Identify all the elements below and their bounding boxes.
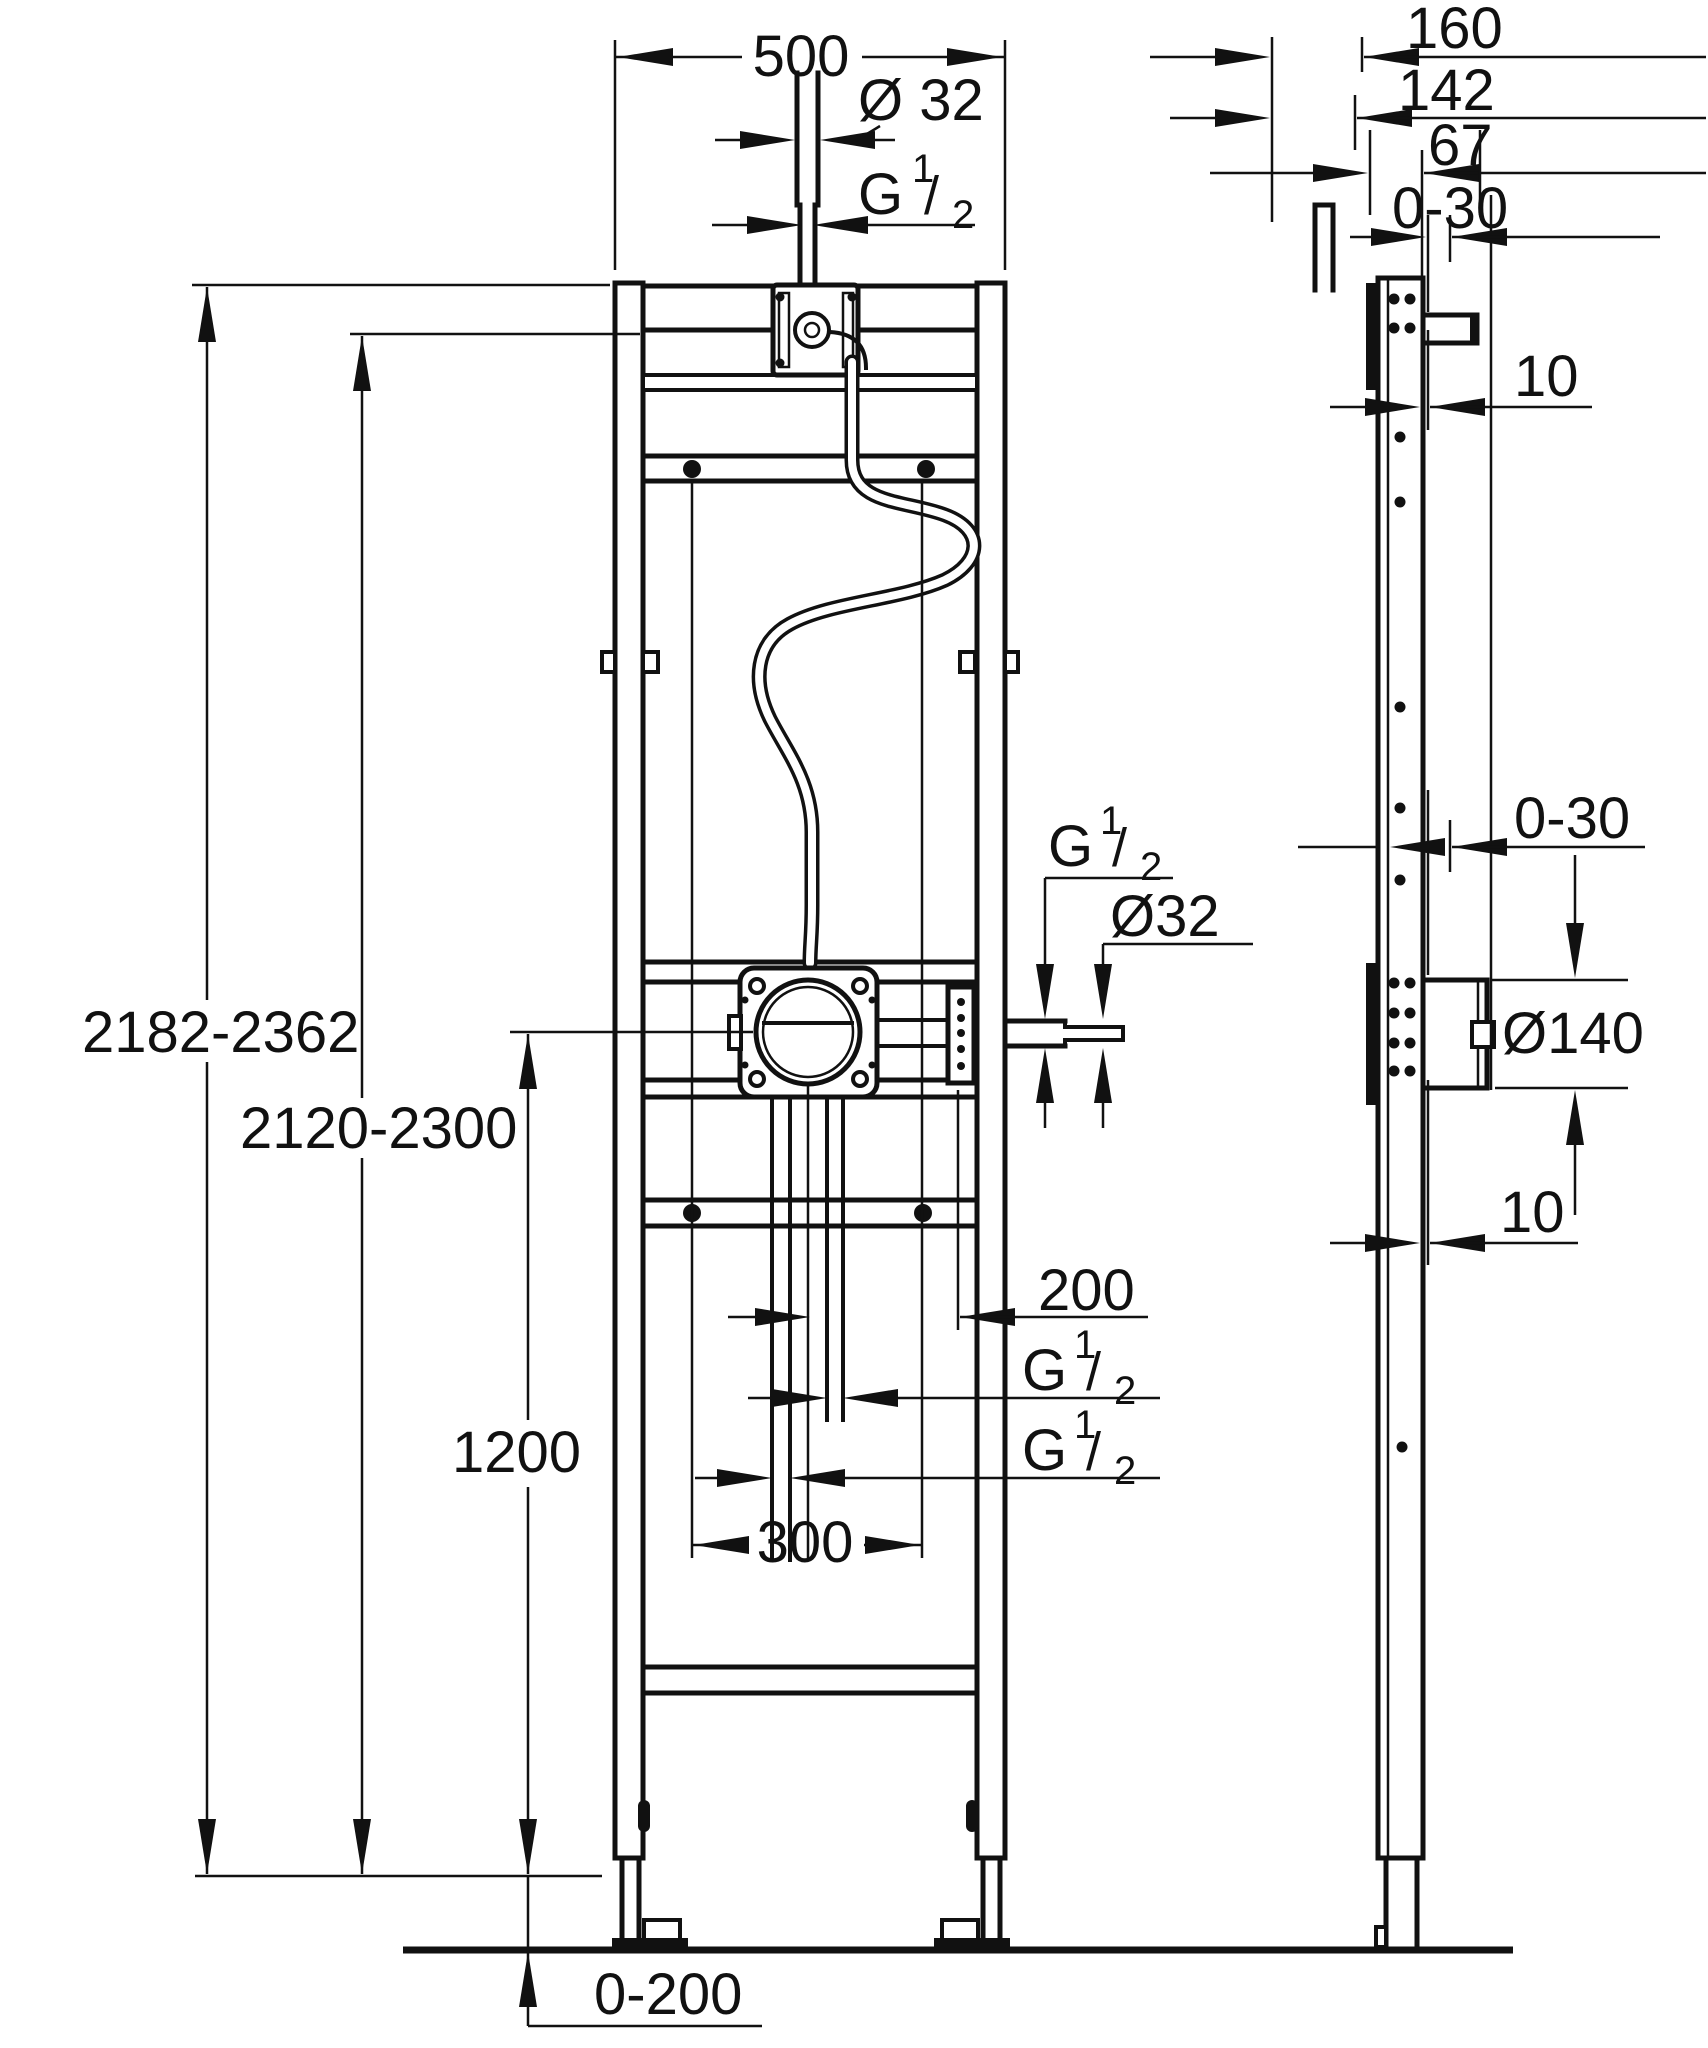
label-top-dia: Ø 32 (858, 68, 984, 133)
label-rail-depth-67: 67 (1428, 113, 1493, 178)
front-left-rail (600, 280, 660, 1861)
label-wall-offset-mid: 0-30 (1514, 786, 1630, 851)
crossbar-bottom (640, 1664, 980, 1696)
wall-plate-middle (1366, 963, 1379, 1105)
dim-height-2120-2300: 2120-2300 (240, 332, 640, 1874)
label-g-slash: / (1086, 1422, 1101, 1482)
dim-wall-offset-mid-0-30: 0-30 (1298, 786, 1645, 975)
side-mixer-housing (1420, 977, 1496, 1091)
label-width-500: 500 (753, 24, 850, 89)
label-g-slash: / (924, 166, 939, 226)
label-g-base: G (858, 162, 903, 227)
supply-pipes (770, 1084, 845, 1562)
side-view (1312, 195, 1496, 1953)
dim-mixer-height-1200: 1200 (452, 1030, 753, 1874)
label-depth-160: 160 (1406, 0, 1503, 61)
label-wall-offset-top: 0-30 (1392, 176, 1508, 241)
side-rail (1375, 275, 1426, 1861)
front-right-foot (934, 1800, 1010, 1949)
label-plate-gap-bottom: 10 (1500, 1180, 1565, 1245)
label-overall-height: 2182-2362 (82, 1000, 359, 1065)
dim-top-thread-g12: G 1 / 2 (712, 147, 975, 237)
label-g-sup: 1 (1074, 1323, 1096, 1367)
label-g-slash: / (1086, 1342, 1101, 1402)
wall-plate-top (1366, 283, 1379, 390)
dim-depth-142: 142 (1170, 58, 1706, 150)
label-g-base: G (1022, 1338, 1067, 1403)
dim-spacing-300: 300 (690, 480, 924, 1575)
label-g-sup: 1 (1074, 1403, 1096, 1447)
label-upper-height: 2120-2300 (240, 1096, 517, 1161)
mixer-assembly (727, 965, 1125, 1100)
label-g-slash: / (1112, 818, 1127, 878)
label-g-sup: 1 (912, 147, 934, 191)
dim-wall-offset-top-0-30: 0-30 (1350, 130, 1660, 312)
dim-width-500: 500 (613, 24, 1007, 270)
front-view (600, 70, 1125, 1949)
label-depth-142: 142 (1398, 58, 1495, 123)
label-offset-200: 200 (1038, 1258, 1135, 1323)
dim-foot-adjust-0-200: 0-200 (519, 1876, 762, 2028)
side-outlet-pipe (1312, 202, 1336, 293)
dim-plate-gap-top-10: 10 (1330, 330, 1592, 430)
label-mixer-height: 1200 (452, 1420, 581, 1485)
side-top-bracket-arm (1420, 312, 1480, 346)
front-left-foot (612, 1800, 688, 1949)
label-g-base: G (1048, 814, 1093, 879)
side-rail-holes (1388, 293, 1416, 1453)
dim-rail-depth-67: 67 (1210, 113, 1706, 276)
crossbar-upper (640, 453, 980, 484)
label-housing-dia: Ø140 (1502, 1001, 1644, 1066)
label-spacing-300: 300 (757, 1510, 854, 1575)
label-g-base: G (1022, 1418, 1067, 1483)
side-foot (1374, 1855, 1420, 1953)
dim-side-thread-g12: G 1 / 2 (1036, 799, 1173, 1128)
dim-lower-g12-first: G 1 / 2 (748, 1323, 1160, 1413)
dim-height-2182-2362: 2182-2362 (82, 283, 610, 1878)
dim-offset-200: 200 (728, 1090, 1148, 1330)
label-g-sub: 2 (1114, 1449, 1136, 1493)
dim-plate-gap-bottom-10: 10 (1330, 1080, 1578, 1265)
label-g-sub: 2 (1114, 1369, 1136, 1413)
dim-side-dia-32: Ø32 (1094, 884, 1253, 1128)
dim-depth-160: 160 (1150, 0, 1706, 222)
dim-lower-g12-second: G 1 / 2 (695, 1403, 1160, 1493)
flexible-pipe (751, 354, 982, 971)
dim-top-dia-32: Ø 32 (715, 68, 984, 149)
label-side-dia: Ø32 (1110, 884, 1220, 949)
label-plate-gap-top: 10 (1514, 344, 1579, 409)
label-g-sub: 2 (1140, 845, 1162, 889)
dim-housing-dia-140: Ø140 (1490, 855, 1644, 1215)
shower-outlet-fitting (770, 70, 869, 378)
front-right-rail (958, 280, 1020, 1861)
label-foot-adjust: 0-200 (594, 1962, 742, 2027)
label-g-sup: 1 (1100, 799, 1122, 843)
label-g-sub: 2 (952, 193, 974, 237)
